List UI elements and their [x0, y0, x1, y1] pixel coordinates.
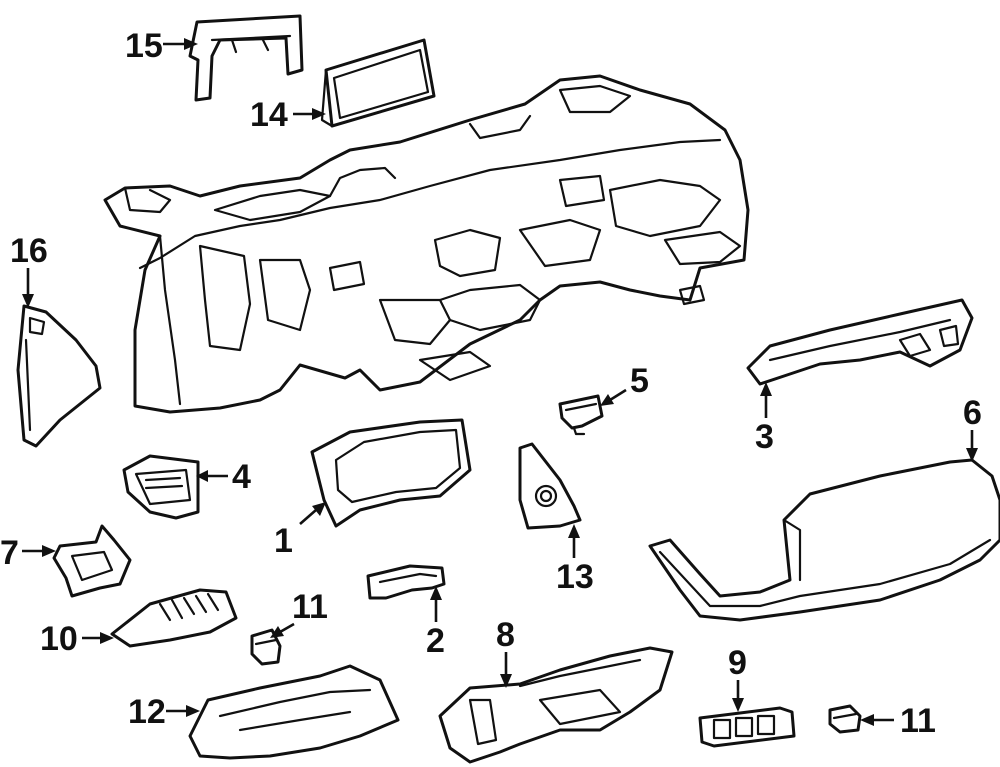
callout-9: 9	[728, 644, 747, 682]
part-13-corner-panel	[518, 442, 582, 530]
part-2-bracket	[366, 564, 446, 600]
part-3-brace	[746, 298, 974, 386]
part-7-trim	[52, 524, 132, 598]
part-11-clip-left	[250, 628, 282, 666]
callout-11-left: 11	[292, 588, 328, 626]
part-10-duct	[110, 588, 238, 648]
callout-14: 14	[250, 96, 288, 134]
callout-10: 10	[40, 620, 78, 658]
callout-8: 8	[496, 616, 515, 654]
part-15-bracket	[188, 14, 304, 102]
callout-4: 4	[232, 458, 251, 496]
callout-2: 2	[426, 622, 445, 660]
part-14-display-frame	[320, 38, 436, 128]
part-1-cluster-bezel	[310, 418, 472, 528]
part-8-console-support	[438, 646, 674, 764]
callout-15: 15	[125, 27, 163, 65]
leader-lines	[22, 38, 978, 726]
callout-16: 16	[10, 232, 48, 270]
callout-11-right: 11	[900, 702, 936, 740]
callout-6: 6	[963, 394, 982, 432]
instrument-panel	[103, 74, 750, 414]
callout-7: 7	[0, 534, 19, 572]
part-16-side-cover	[16, 304, 102, 448]
part-12-lower-support	[188, 664, 400, 760]
part-5-bracket	[558, 394, 604, 436]
part-11-clip-right	[828, 704, 862, 734]
callout-3: 3	[755, 418, 774, 456]
callout-labels: 15 14 16 5 3 6 4 1 13 7 11 2 10 8 9 11 1…	[0, 27, 982, 740]
callout-12: 12	[128, 693, 166, 731]
callout-13: 13	[556, 558, 594, 596]
callout-5: 5	[630, 362, 649, 400]
part-9-switch-panel	[698, 706, 796, 748]
part-6-lower-trim	[648, 458, 1000, 622]
callout-1: 1	[274, 522, 293, 560]
part-4-vent	[122, 454, 200, 520]
